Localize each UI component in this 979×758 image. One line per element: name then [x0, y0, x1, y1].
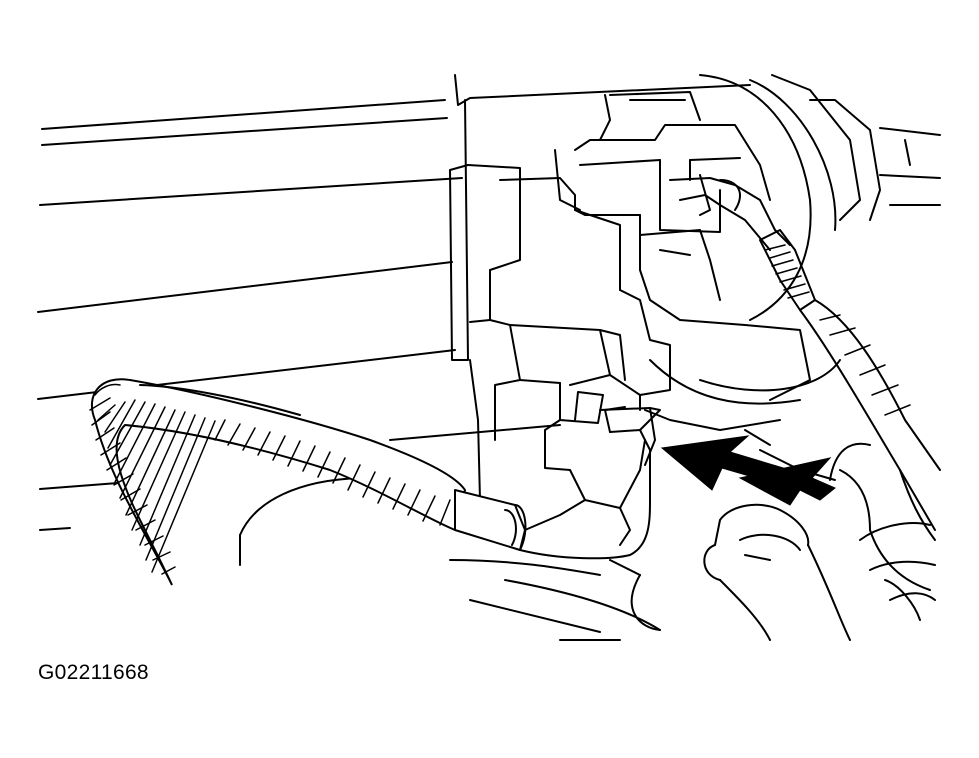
- sensor-module: [449, 74, 771, 501]
- double-arrow-left-icon: [660, 435, 836, 506]
- line-drawing: [37, 74, 941, 641]
- right-harness: [799, 299, 941, 541]
- round-housing: [644, 74, 881, 431]
- lower-right-pipes: [703, 429, 936, 641]
- lower-connector-boot: [454, 406, 661, 560]
- upper-connector: [669, 174, 816, 311]
- figure-id-label: G02211668: [38, 661, 149, 684]
- corrugated-harness: [89, 378, 466, 586]
